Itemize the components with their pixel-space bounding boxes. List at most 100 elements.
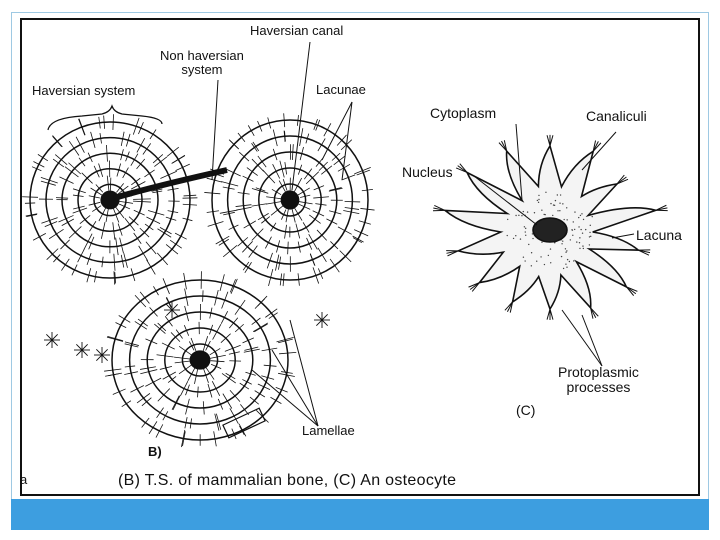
lamella-ring [93,183,127,217]
canaliculus [297,273,300,286]
canaliculus [40,177,58,184]
canaliculus [75,136,85,153]
canaliculus [152,190,163,194]
canaliculus [76,349,83,356]
cytoplasm-granule [563,218,565,221]
label-non-haversian-line1: Non haversian [160,48,244,63]
canaliculus [243,220,257,229]
canaliculus [95,184,104,193]
canaliculus [263,364,277,367]
pointer-line [473,175,538,226]
canaliculus [98,163,104,177]
cytoplasm-granule [541,209,543,211]
cytoplasm-granule [550,262,552,264]
canaliculus [206,210,220,213]
canaliculus [308,233,318,250]
canaliculus [116,185,129,196]
canaliculus [244,262,252,274]
canaliculus [261,216,271,224]
canaliculus [41,217,58,224]
cytoplasm-granule [566,250,568,252]
canaliculus [26,214,38,218]
canaliculus [90,131,96,149]
canaliculus [240,404,250,415]
canaliculus [207,221,224,227]
canaliculus [182,203,197,206]
canaliculus [278,256,282,270]
canaliculus [130,181,146,190]
canaliculus [266,252,273,269]
interstitial-lacuna [74,342,90,358]
canaliculus [221,181,239,187]
canaliculus [46,339,53,346]
canaliculus [222,186,235,190]
canaliculus [119,237,124,254]
canaliculus [229,408,239,424]
canaliculus [175,163,190,172]
cytoplasm-granule [538,198,540,201]
canaliculus [174,356,192,360]
canaliculus [124,371,138,375]
canaliculus [155,424,164,438]
canaliculus [313,196,329,199]
cytoplasm-granule [579,247,581,250]
cytoplasm-granule [581,213,583,215]
pointer-line [341,101,353,181]
canaliculus [330,241,339,250]
cytoplasm-granule [573,228,576,231]
cytoplasm-granule [574,211,576,213]
canaliculus [215,235,230,245]
canaliculus [205,366,215,380]
haversian-canal [189,350,211,370]
canaliculus [115,206,125,219]
canaliculus [287,241,289,255]
cytoplasm-granule [581,232,584,234]
canaliculus [321,165,333,175]
canaliculus [51,339,58,346]
canaliculus [264,236,272,249]
canaliculus [120,131,125,146]
canaliculus [133,200,151,203]
cytoplasm-granule [536,260,538,262]
label-protoplasmic-line1: Protoplasmic [558,364,639,380]
canaliculus [40,180,56,186]
canaliculus [125,133,131,147]
figure-b-label: B) [148,444,162,459]
canaliculus [254,295,268,309]
canaliculus [165,216,177,221]
canaliculus [261,347,278,352]
canaliculus [122,167,129,179]
canaliculus [88,195,100,199]
canaliculus [245,371,256,376]
canaliculus [187,367,196,381]
cytoplasm-granule [589,212,591,214]
interstitial-lacuna [94,347,110,363]
canaliculus [236,206,252,211]
cytoplasm-granule [524,260,526,262]
label-non-haversian-line2: system [181,62,223,78]
canaliculus [312,210,325,217]
canaliculus [154,156,168,167]
cytoplasm-granule [576,241,578,243]
osteon-bottom [104,271,297,448]
cytoplasm-granule [524,231,526,233]
canaliculus [270,222,277,232]
canaliculus [352,237,363,244]
cytoplasm-granule [522,256,525,258]
canaliculus [96,349,103,356]
canaliculus [52,158,65,168]
haversian-canal [280,190,300,210]
canaliculus [316,229,327,241]
edge-letter: a [20,472,28,487]
cytoplasm-granule [591,215,593,218]
canaliculus [165,297,172,308]
pointer-line [515,123,523,201]
canaliculus [251,158,264,172]
canaliculus [270,204,285,216]
canaliculus [237,237,249,247]
cytoplasm-granule [533,212,536,214]
canaliculus [251,317,261,325]
canaliculus [112,206,120,223]
pointer-line [581,131,617,171]
canaliculus [101,256,104,268]
